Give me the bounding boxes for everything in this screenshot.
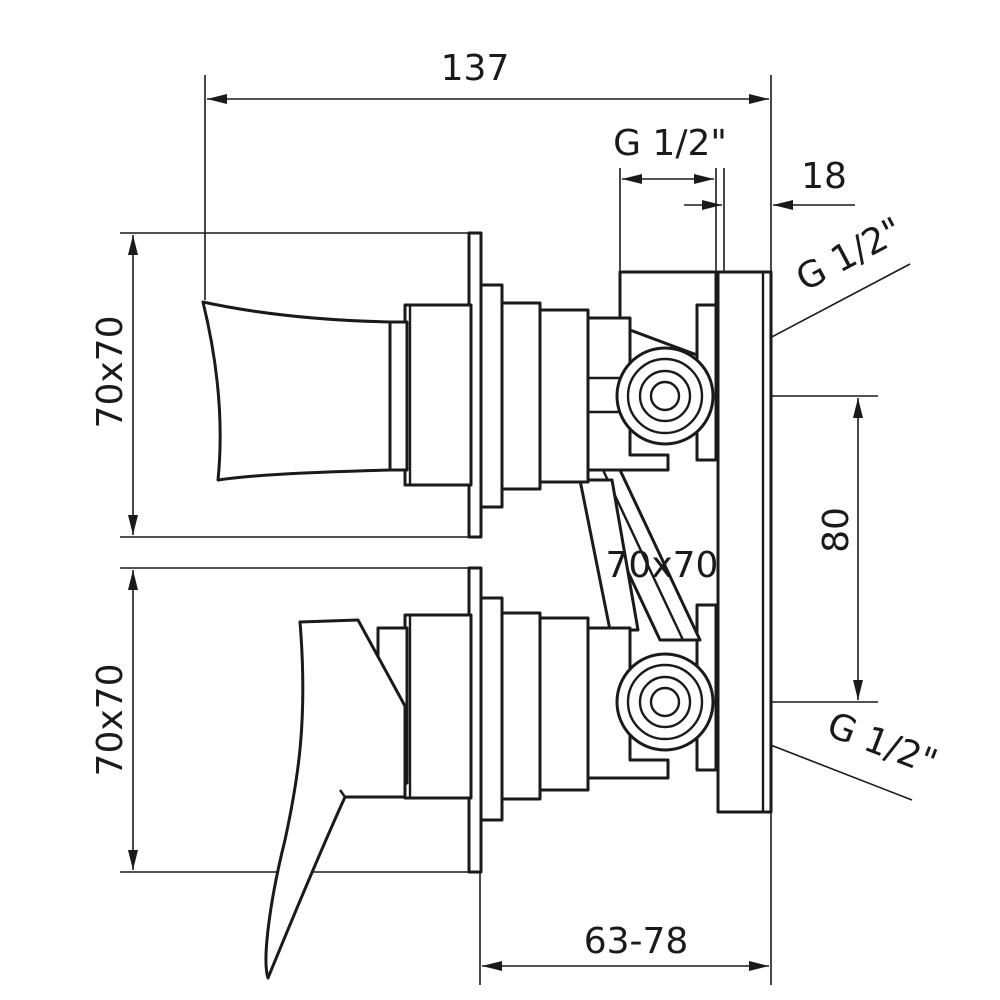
label-install-depth: 63-78: [584, 921, 689, 962]
label-inlet-thread: G 1/2": [613, 123, 727, 164]
label-cover-lower: 70x70: [90, 664, 131, 777]
lower-outlet-connector: [615, 652, 715, 752]
label-outlet-spacing: 80: [816, 507, 857, 553]
label-cover-middle: 70x70: [606, 545, 719, 586]
label-plate-thickness: 18: [801, 156, 847, 197]
upper-diverter-handle: [201, 300, 392, 482]
label-outlet-thread-upper: G 1/2": [790, 210, 910, 300]
lower-cartridge: [376, 566, 590, 874]
label-cover-upper: 70x70: [90, 316, 131, 429]
dimension-labels: 137 G 1/2" 18 G 1/2" 70x70 70x70 80 70x7…: [90, 48, 943, 962]
lower-lever-handle: [264, 618, 407, 980]
upper-outlet-connector: [615, 346, 715, 446]
label-overall-width: 137: [441, 48, 510, 89]
upper-cartridge: [386, 231, 590, 539]
valve-body-assembly: [201, 231, 773, 980]
dimension-lines: [120, 75, 913, 985]
